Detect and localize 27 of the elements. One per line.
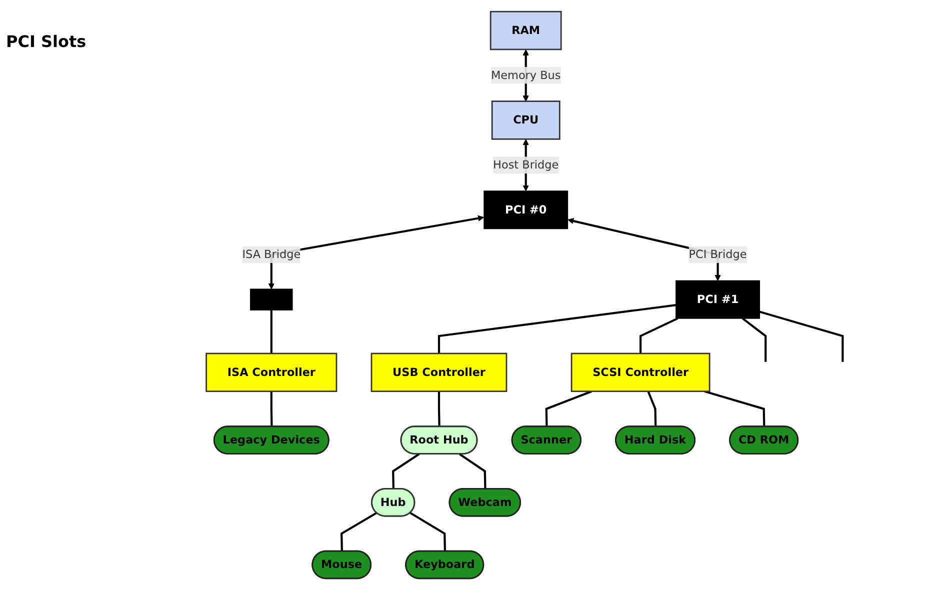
edge-label: ISA Bridge bbox=[242, 248, 301, 262]
connector bbox=[759, 310, 844, 362]
node-box: RAM bbox=[490, 10, 562, 50]
edge-label: Host Bridge bbox=[493, 158, 559, 172]
node-box: SCSI Controller bbox=[570, 352, 710, 392]
connector bbox=[392, 453, 420, 490]
connector bbox=[270, 310, 272, 354]
connector bbox=[410, 512, 446, 552]
node-box: USB Controller bbox=[370, 352, 508, 392]
node-box: PCI #0 bbox=[484, 190, 568, 230]
node-box: PCI #1 bbox=[676, 280, 760, 319]
connector bbox=[438, 304, 676, 354]
connector bbox=[704, 390, 766, 427]
connector bbox=[640, 318, 678, 354]
connector bbox=[458, 453, 486, 490]
node-box: CPU bbox=[491, 100, 560, 140]
node-box: ISA Controller bbox=[206, 352, 338, 392]
connector bbox=[742, 318, 767, 362]
connector bbox=[270, 391, 273, 427]
connector bbox=[340, 512, 378, 552]
node-bar bbox=[250, 288, 293, 310]
edge-label: PCI Bridge bbox=[688, 248, 747, 262]
connector bbox=[545, 390, 592, 427]
note-label: PCI Slots bbox=[6, 32, 88, 51]
edge-label: Memory Bus bbox=[490, 68, 561, 82]
connector bbox=[438, 391, 440, 427]
connector bbox=[647, 390, 657, 427]
